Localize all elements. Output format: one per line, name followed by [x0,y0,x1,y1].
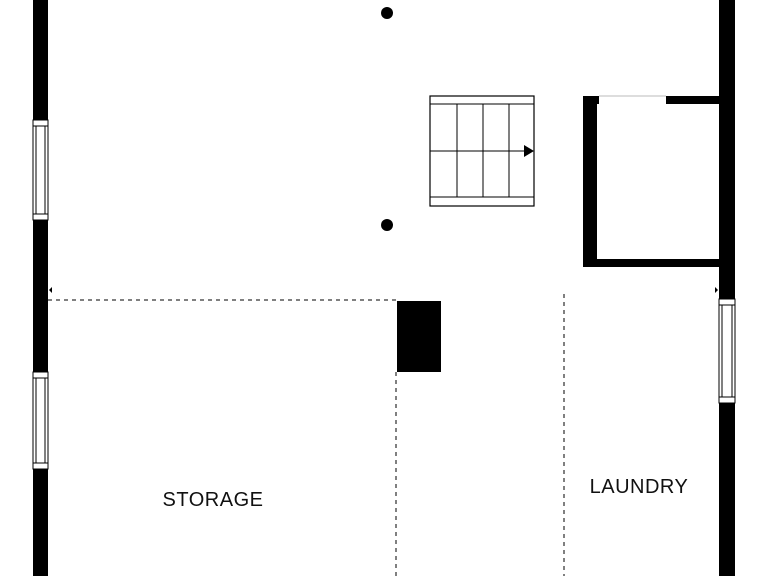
closet-inner [597,104,719,259]
stairs [429,95,535,207]
right-wall [719,0,735,576]
room-label-laundry: LAUNDRY [590,476,689,498]
window-left-lower [32,371,49,470]
closet-wall-bottom [583,259,720,267]
stairs-arrow-icon [524,145,534,157]
closet-wall-top-left [583,96,599,104]
window-right [718,298,736,404]
left-wall [33,0,48,576]
boundary-marker-left [49,287,52,293]
window-left-upper [32,119,49,221]
room-boundaries [48,294,565,576]
closet [583,95,720,267]
closet-wall-left [583,96,597,267]
closet-wall-top-right [666,96,720,104]
room-label-storage: STORAGE [163,489,264,511]
windows [32,119,736,470]
post-upper [381,7,393,19]
chimney-block [397,301,441,372]
post-lower [381,219,393,231]
boundary-marker-right [715,287,718,293]
